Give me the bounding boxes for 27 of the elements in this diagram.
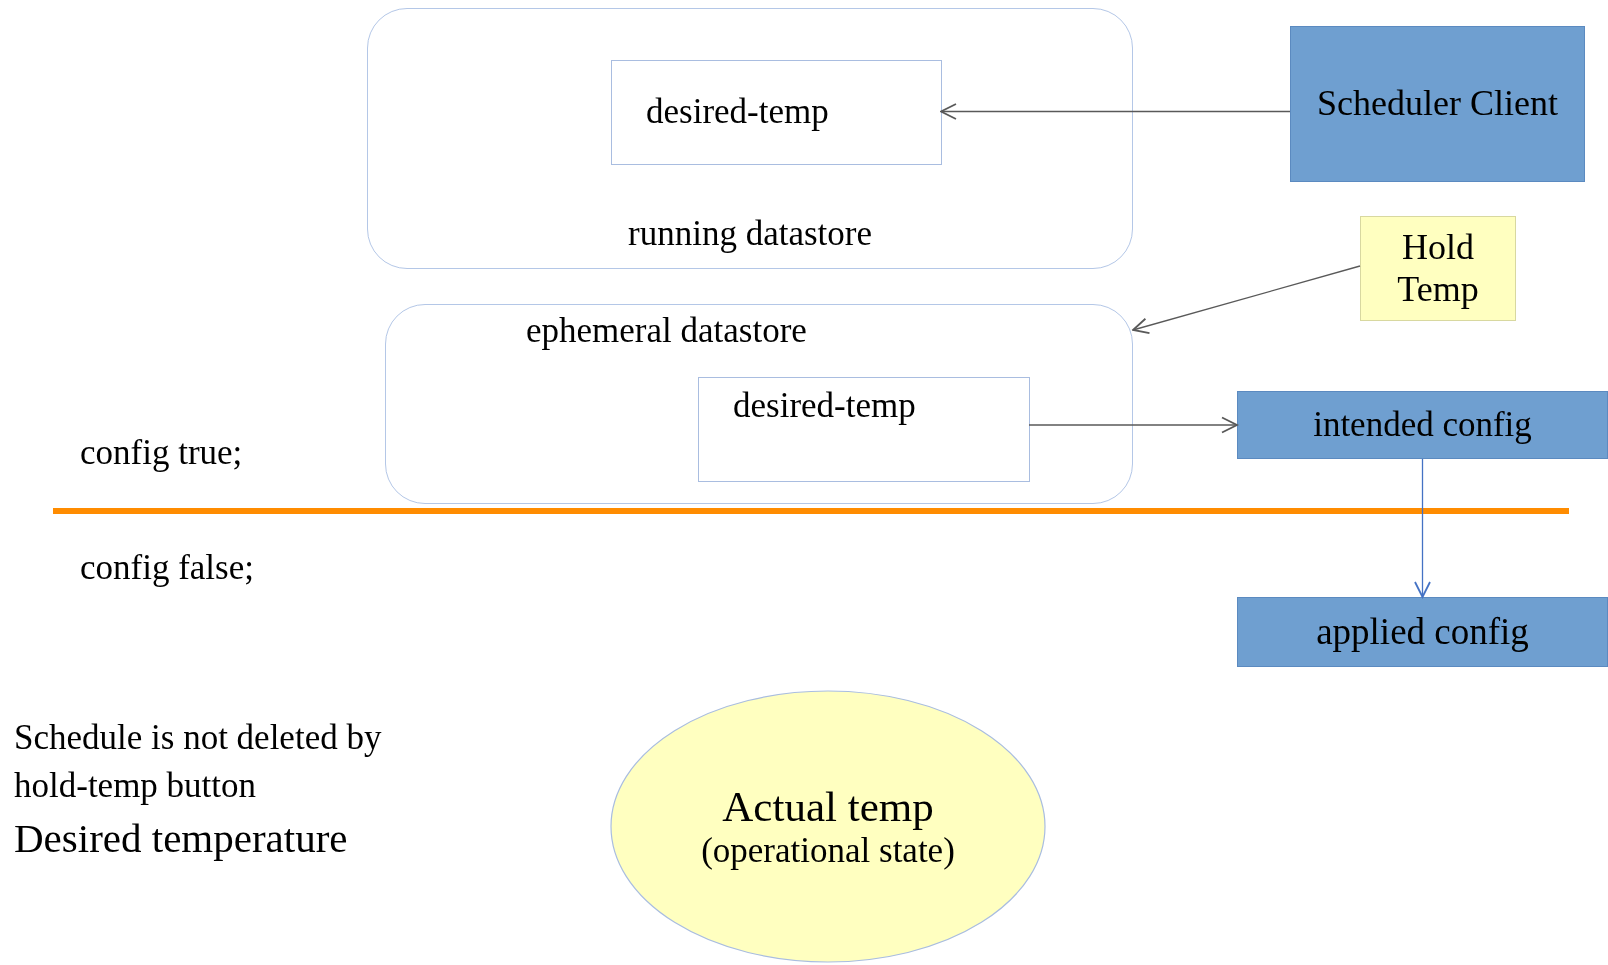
config-note: config false; [80, 547, 255, 589]
datastore-container [385, 304, 1133, 504]
node-label: desired-temp [733, 386, 916, 427]
node-label: Actual temp [722, 781, 934, 832]
note-text: Schedule is not deleted by hold-temp button [14, 717, 383, 808]
arrow [1414, 458, 1431, 598]
button-box [1360, 216, 1516, 321]
node-label: running datastore [628, 213, 872, 254]
arrow [1132, 265, 1361, 335]
config-note: config true; [80, 432, 244, 474]
state-box [1237, 597, 1608, 667]
datastore-container [367, 8, 1133, 269]
state-box [1237, 391, 1608, 459]
node-label: applied config [1316, 610, 1529, 654]
node-sublabel: (operational state) [701, 831, 955, 872]
arrow [1028, 416, 1238, 434]
node-label: ephemeral datastore [526, 311, 807, 352]
leaf-box [611, 60, 942, 165]
node-label: intended config [1313, 404, 1532, 446]
ellipse-node [610, 690, 1046, 963]
arrow [940, 103, 1291, 120]
node-label: Scheduler Client [1317, 83, 1558, 125]
client-box [1290, 26, 1585, 182]
note-text: Desired temperature [14, 814, 349, 863]
leaf-box [698, 377, 1030, 482]
node-label: Hold Temp [1396, 227, 1480, 310]
node-label: desired-temp [646, 92, 829, 133]
